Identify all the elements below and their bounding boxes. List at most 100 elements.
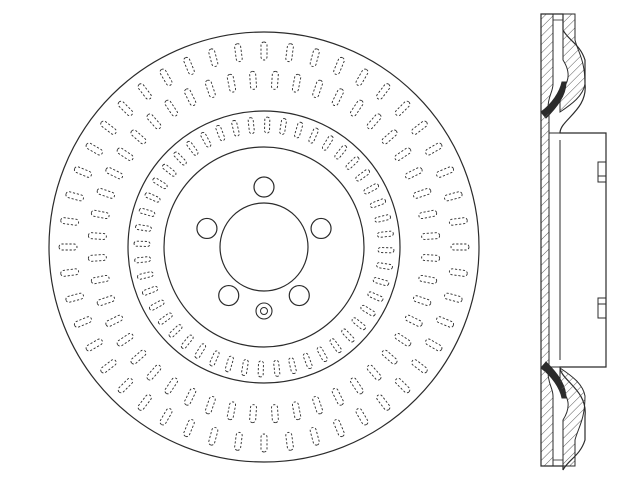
vent-slot-outer [60,217,80,226]
vent-slot-middle [226,73,237,93]
vent-slot-outer [309,48,320,67]
vent-slot-middle [90,209,110,220]
hat-bolt-mark-top [597,161,607,177]
vent-slot-inner [180,334,194,350]
vent-slot-inner [329,338,342,354]
lug-hole [288,284,310,307]
vent-slot-middle [184,387,197,406]
vent-slot-outer [208,427,219,446]
vent-slot-inner [142,285,159,296]
vent-slot-outer [73,316,92,328]
section-hatch-bottom-outer [559,367,586,467]
vent-slot-middle [312,396,324,415]
vent-slot-outer [183,419,195,438]
vent-slot-middle [381,129,398,145]
vent-slot-outer [376,83,391,100]
vent-slot-outer [448,217,468,226]
vent-slot-outer [355,408,369,426]
vent-slot-outer [436,316,455,328]
vent-slot-inner [360,304,376,317]
vent-slot-outer [411,359,428,374]
vent-slot-outer [137,394,152,411]
vent-slot-inner [355,169,371,182]
vent-slot-outer [100,120,117,135]
hat-bolt-mark-bottom [597,297,607,305]
vent-slot-outer [73,166,92,178]
locating-hole-inner [260,307,268,315]
vent-slot-middle [116,147,134,162]
vent-slot-inner [168,324,183,338]
vent-slot-outer [376,394,391,411]
vent-slot-middle [105,167,124,180]
vent-slots-outer-ring [58,41,470,453]
vent-slot-middle [249,70,257,90]
vent-slot-inner [148,299,165,311]
vent-slot-outer [159,68,173,86]
vent-slot-inner [334,144,348,160]
vent-slot-inner [363,183,380,195]
vent-slot-inner [161,163,177,177]
vent-slot-outer [355,68,369,86]
vent-slot-inner [152,177,168,190]
vent-slot-inner [215,125,226,142]
rotor-front-view [48,31,480,463]
vent-slot-outer [436,166,455,178]
vent-slot-outer [159,408,173,426]
vent-slot-inner [321,135,334,151]
section-hatch-top [540,13,554,113]
vent-slot-inner [137,271,154,280]
vent-slot-inner [157,312,173,325]
vent-slot-inner [341,328,355,343]
vent-slot-outer [137,83,152,100]
vent-slot-middle [366,113,382,130]
vent-slot-inner [377,247,395,254]
vent-slot-outer [425,142,443,156]
vent-slot-inner [302,352,313,369]
vent-slot-outer [333,56,345,75]
vent-slot-outer [117,377,134,394]
vent-slot-inner [376,262,393,270]
section-hatch-top-outer [559,13,586,113]
lug-hole [253,176,275,198]
vent-slot-middle [404,314,423,327]
vent-slot-inner [273,359,281,377]
vent-slot-inner [264,116,271,134]
vent-slot-inner [173,151,187,166]
vent-slot-inner [247,117,255,135]
vent-slot-middle [312,79,324,98]
vent-slot-middle [204,79,216,98]
vent-slot-outer [333,419,345,438]
vent-slot-middle [87,254,107,262]
vent-slot-inner [294,121,304,139]
vent-slot-middle [184,88,197,107]
lug-hole [218,284,240,307]
vent-slot-outer [85,338,103,352]
vent-slot-inner [224,355,234,373]
vent-slot-middle [381,349,398,365]
vent-slots-middle-ring [87,70,441,424]
vent-slot-outer [65,191,84,202]
vent-slot-outer [260,41,268,61]
section-hatch-bottom [540,367,554,467]
vent-slot-outer [58,243,78,251]
vent-slot-outer [411,120,428,135]
vent-slot-outer [60,268,80,277]
vent-slot-middle [164,99,179,117]
vent-slot-inner [376,230,394,238]
vent-slot-middle [291,401,302,421]
section-hat-band [540,107,550,371]
friction-ring-inner-edge [127,110,401,384]
lug-hole [196,217,218,240]
vent-slot-middle [249,404,257,424]
vent-slot-middle [96,295,115,307]
vent-slot-middle [87,232,107,240]
vent-slot-middle [421,232,441,240]
vent-slot-middle [130,349,147,365]
vent-slot-inner [279,118,287,135]
rotor-outer-edge [48,31,480,463]
vent-slot-inner [374,214,391,223]
vent-slot-middle [394,147,412,162]
vent-slot-inner [135,224,152,232]
locating-hole [255,302,273,320]
